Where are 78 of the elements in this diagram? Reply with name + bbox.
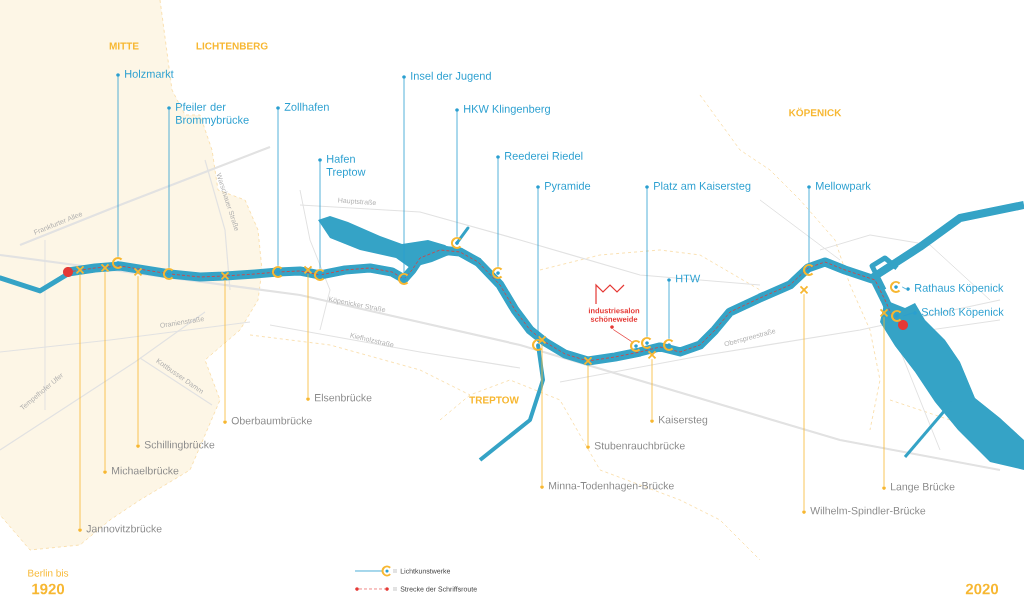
bridge-marker bbox=[879, 308, 889, 318]
leader-line bbox=[224, 279, 226, 421]
map-note: 1920 bbox=[32, 583, 65, 595]
district-name: LICHTENBERG bbox=[196, 42, 268, 50]
place-label: Mellowpark bbox=[807, 181, 871, 192]
bridge-label: Jannovitzbrücke bbox=[78, 524, 162, 533]
light-art-marker bbox=[662, 339, 674, 351]
place-label: Pyramide bbox=[536, 181, 591, 192]
leader-line bbox=[902, 312, 914, 317]
leader-line bbox=[646, 188, 648, 338]
bridge-label: Schillingbrücke bbox=[136, 440, 215, 451]
leader-line bbox=[668, 281, 670, 340]
leader-line bbox=[651, 358, 653, 420]
place-label: Platz am Kaisersteg bbox=[645, 181, 751, 192]
place-label: Schloß Köpenick bbox=[913, 307, 1004, 318]
bridge-label: Lange Brücke bbox=[882, 482, 955, 493]
light-art-marker bbox=[397, 273, 409, 285]
district-name: TREPTOW bbox=[469, 396, 519, 404]
leader-line bbox=[497, 158, 499, 268]
leader-line bbox=[612, 329, 633, 342]
light-art-marker bbox=[531, 339, 543, 351]
map-note: 2020 bbox=[965, 583, 999, 595]
leader-line bbox=[803, 293, 805, 511]
bridge-marker bbox=[220, 271, 230, 281]
district-name: KÖPENICK bbox=[789, 107, 842, 117]
place-label: HKW Klingenberg bbox=[455, 104, 550, 115]
map-note: Berlin bis bbox=[28, 569, 69, 577]
district-name: MITTE bbox=[109, 42, 139, 50]
leader-line bbox=[319, 161, 321, 270]
bridge-marker bbox=[583, 356, 593, 366]
place-label: Pfeiler der Brommybrücke bbox=[167, 102, 249, 126]
place-label: Insel der Jugend bbox=[402, 71, 491, 82]
leader-line bbox=[883, 316, 885, 487]
bridge-marker bbox=[303, 265, 313, 275]
light-art-marker bbox=[802, 264, 814, 276]
leader-line bbox=[808, 188, 810, 265]
bridge-marker bbox=[799, 285, 809, 295]
light-art-marker bbox=[640, 337, 652, 349]
leader-line bbox=[277, 109, 279, 267]
bridge-label: Stubenrauchbrücke bbox=[586, 441, 685, 450]
light-art-marker bbox=[111, 257, 123, 269]
leader-line bbox=[587, 364, 589, 446]
bridge-label: Michaelbrücke bbox=[103, 466, 179, 475]
place-label: Reederei Riedel bbox=[496, 151, 583, 160]
bridge-label: Kaisersteg bbox=[650, 415, 708, 426]
leader-line bbox=[307, 273, 309, 398]
bridge-marker bbox=[133, 267, 143, 277]
place-label: Rathaus Köpenick bbox=[906, 283, 1004, 294]
light-art-marker bbox=[162, 268, 174, 280]
light-art-marker bbox=[629, 340, 641, 352]
bridge-label: Oberbaumbrücke bbox=[223, 416, 312, 425]
bridge-marker bbox=[75, 265, 85, 275]
leader-line bbox=[541, 343, 543, 486]
place-label: HTW bbox=[667, 274, 701, 283]
place-label: Zollhafen bbox=[276, 102, 329, 111]
leader-line bbox=[137, 275, 139, 445]
bridge-label: Elsenbrücke bbox=[306, 393, 372, 402]
light-art-marker bbox=[491, 267, 503, 279]
bridge-label: Minna-Todenhagen-Brücke bbox=[540, 481, 674, 492]
leader-line bbox=[537, 188, 539, 340]
leader-line bbox=[901, 286, 907, 290]
place-label: Holzmarkt bbox=[116, 69, 174, 78]
bridge-marker bbox=[647, 350, 657, 360]
place-label: Hafen Treptow bbox=[318, 154, 366, 178]
light-art-marker bbox=[450, 237, 462, 249]
light-art-marker bbox=[890, 310, 902, 322]
leader-line bbox=[403, 78, 405, 274]
leader-line bbox=[168, 109, 170, 269]
bridge-marker bbox=[537, 335, 547, 345]
leader-line bbox=[117, 76, 119, 258]
light-art-marker bbox=[313, 269, 325, 281]
bridge-marker bbox=[100, 263, 110, 273]
leader-line bbox=[79, 273, 81, 529]
leader-line bbox=[104, 271, 106, 471]
bridge-label: Wilhelm-Spindler-Brücke bbox=[802, 506, 926, 517]
leader-line bbox=[456, 111, 458, 238]
light-art-marker bbox=[889, 281, 901, 293]
light-art-marker bbox=[271, 266, 283, 278]
